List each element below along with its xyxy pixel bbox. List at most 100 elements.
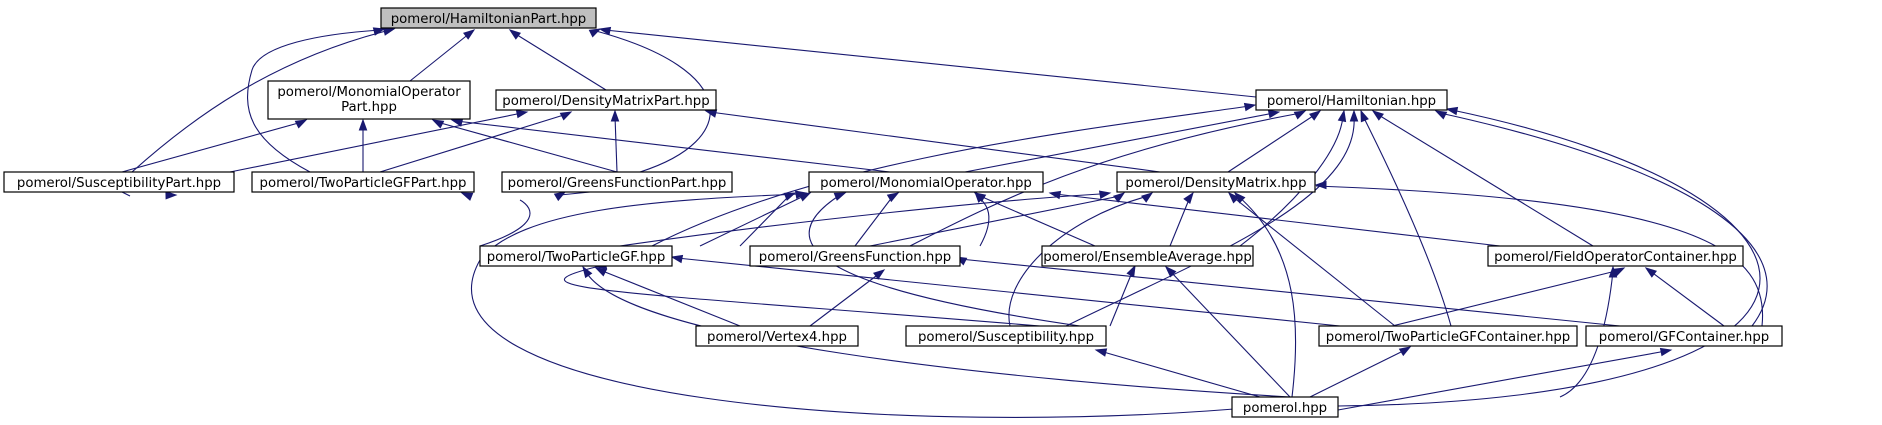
dependency-edge: [121, 191, 131, 197]
node-pomerol[interactable]: pomerol.hpp: [1231, 396, 1339, 418]
arrow-head-icon: [372, 27, 386, 36]
dependency-edge: [409, 32, 471, 82]
dependency-edge: [979, 195, 1096, 247]
dependency-edge: [869, 195, 1121, 247]
arrow-head-icon: [833, 192, 847, 201]
node-density-matrix[interactable]: pomerol/DensityMatrix.hpp: [1116, 171, 1316, 193]
nodes: pomerol/HamiltonianPart.hpp pomerol/Mono…: [3, 7, 1783, 418]
arrow-head-icon: [1445, 106, 1459, 116]
node-monomial-operator-part[interactable]: pomerol/MonomialOperator Part.hpp: [267, 80, 471, 120]
arrow-head-icon: [165, 190, 178, 200]
node-label: pomerol/EnsembleAverage.hpp: [1043, 250, 1252, 265]
dependency-edge: [739, 194, 791, 247]
arrow-head-icon: [1644, 267, 1657, 278]
node-label: pomerol/DensityMatrixPart.hpp: [502, 94, 709, 109]
arrow-head-icon: [508, 29, 521, 40]
node-susceptibility-part[interactable]: pomerol/SusceptibilityPart.hpp: [3, 171, 235, 193]
node-two-particle-gf-part[interactable]: pomerol/TwoParticleGFPart.hpp: [251, 171, 475, 193]
node-hamiltonian[interactable]: pomerol/Hamiltonian.hpp: [1255, 89, 1448, 111]
dependency-edge: [676, 257, 1341, 327]
node-ensemble-average[interactable]: pomerol/EnsembleAverage.hpp: [1041, 245, 1254, 267]
dependency-edge: [1169, 196, 1191, 247]
arrow-head-icon: [1314, 180, 1327, 190]
arrow-head-icon: [886, 192, 900, 203]
node-label: pomerol/Vertex4.hpp: [707, 330, 847, 345]
dependency-edge: [699, 194, 807, 247]
node-label: pomerol/SusceptibilityPart.hpp: [17, 176, 221, 191]
dependency-edge: [614, 115, 618, 173]
node-greens-function[interactable]: pomerol/GreensFunction.hpp: [749, 245, 961, 267]
node-susceptibility[interactable]: pomerol/Susceptibility.hpp: [905, 325, 1107, 347]
dependency-edge: [455, 120, 891, 173]
dependency-edge: [619, 193, 1101, 247]
node-label-line-2: Part.hpp: [341, 100, 397, 115]
arrow-head-icon: [1659, 347, 1673, 357]
dependency-edge: [709, 111, 1161, 173]
arrow-head-icon: [1164, 265, 1177, 278]
arrow-head-icon: [294, 119, 308, 129]
arrow-head-icon: [1233, 191, 1246, 204]
node-field-operator-container[interactable]: pomerol/FieldOperatorContainer.hpp: [1487, 245, 1744, 267]
node-vertex4[interactable]: pomerol/Vertex4.hpp: [695, 325, 859, 347]
dependency-edge: [1237, 195, 1297, 398]
node-two-particle-gf-container[interactable]: pomerol/TwoParticleGFContainer.hpp: [1318, 325, 1578, 347]
dependency-edge: [1337, 350, 1667, 411]
dependency-edge: [563, 265, 1041, 327]
node-label: pomerol/TwoParticleGFContainer.hpp: [1326, 330, 1571, 345]
dependency-edge: [959, 258, 1621, 327]
dependency-edge: [584, 269, 1291, 398]
node-label: pomerol/GreensFunction.hpp: [759, 250, 951, 265]
arrow-head-icon: [1349, 109, 1359, 122]
node-label: pomerol.hpp: [1243, 401, 1327, 416]
arrow-head-icon: [1309, 110, 1322, 121]
dependency-edge: [604, 29, 1257, 98]
dependency-edge: [1649, 270, 1725, 327]
dependency-edge: [1315, 185, 1764, 327]
arrow-head-icon: [1094, 348, 1108, 357]
arrow-head-icon: [1126, 264, 1136, 278]
arrow-head-icon: [559, 111, 573, 121]
arrow-head-icon: [670, 254, 684, 264]
arrow-head-icon: [1360, 109, 1369, 123]
node-label: pomerol/GFContainer.hpp: [1599, 330, 1769, 345]
node-label: pomerol/GreensFunctionPart.hpp: [508, 176, 727, 191]
arrow-head-icon: [382, 27, 396, 36]
dependency-edge: [479, 199, 531, 247]
arrow-head-icon: [1398, 346, 1412, 357]
node-label: pomerol/Susceptibility.hpp: [918, 330, 1094, 345]
arrow-head-icon: [1337, 109, 1347, 123]
arrow-head-icon: [588, 28, 602, 38]
dependency-edge: [964, 112, 1275, 173]
dependency-edge: [1054, 193, 1501, 247]
dependency-edge: [651, 105, 1251, 247]
arrow-head-icon: [1434, 110, 1448, 120]
node-density-matrix-part[interactable]: pomerol/DensityMatrixPart.hpp: [495, 89, 717, 111]
dependency-edge: [436, 121, 618, 173]
arrow-head-icon: [1141, 192, 1154, 203]
node-label: pomerol/DensityMatrix.hpp: [1125, 176, 1306, 191]
arrow-head-icon: [582, 265, 593, 279]
node-greens-function-part[interactable]: pomerol/GreensFunctionPart.hpp: [501, 171, 733, 193]
arrow-head-icon: [610, 109, 620, 122]
dependency-edge: [1376, 113, 1594, 247]
node-label: pomerol/HamiltonianPart.hpp: [391, 12, 587, 27]
arrow-head-icon: [460, 192, 474, 201]
node-hamiltonian-part[interactable]: pomerol/HamiltonianPart.hpp: [380, 7, 597, 29]
arrow-head-icon: [1227, 191, 1240, 204]
dependency-edge: [809, 272, 881, 327]
dependency-edge: [131, 29, 391, 173]
dependency-edge: [379, 113, 568, 173]
node-label: pomerol/TwoParticleGFPart.hpp: [260, 176, 467, 191]
arrow-head-icon: [598, 26, 612, 36]
arrow-head-icon: [873, 269, 886, 280]
node-two-particle-gf[interactable]: pomerol/TwoParticleGF.hpp: [479, 245, 673, 267]
node-label: pomerol/MonomialOperator.hpp: [820, 176, 1032, 191]
node-gf-container[interactable]: pomerol/GFContainer.hpp: [1585, 325, 1783, 347]
arrow-head-icon: [704, 109, 718, 118]
dependency-edge: [599, 269, 741, 327]
node-monomial-operator[interactable]: pomerol/MonomialOperator.hpp: [808, 171, 1044, 193]
node-label: pomerol/TwoParticleGF.hpp: [487, 250, 666, 265]
arrow-head-icon: [1371, 110, 1384, 121]
dependency-edge: [854, 195, 894, 247]
